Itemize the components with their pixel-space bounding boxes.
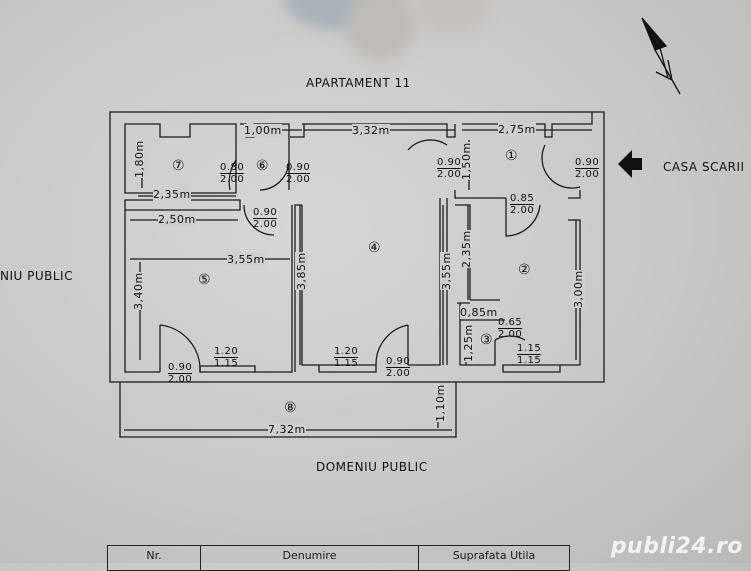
room-4-marker: ④: [368, 240, 382, 256]
dim-label: 7,32m: [268, 423, 306, 436]
col-suprafata: Suprafata Utila: [418, 545, 570, 571]
room-5-marker: ⑤: [198, 272, 212, 288]
dim-label: 2,35m: [153, 188, 191, 201]
dim-label: 0,85m: [460, 306, 498, 319]
room-2-marker: ②: [518, 262, 532, 278]
room-3-marker: ③: [480, 332, 494, 348]
dim-label: 2,50m: [158, 213, 196, 226]
dim-label: 3,00m: [572, 270, 585, 308]
dim-label: 2,35m: [460, 230, 473, 268]
room-8-marker: ⑧: [284, 400, 298, 416]
room-1-marker: ①: [505, 148, 519, 164]
dim-label: 1,10m: [434, 384, 447, 422]
dim-label: 3,32m: [352, 124, 390, 137]
dim-label: 1,25m: [462, 324, 475, 362]
dim-label: 3,55m: [227, 253, 265, 266]
watermark-logo: publi24.ro: [610, 534, 743, 559]
col-nr: Nr.: [107, 545, 201, 571]
dim-label: 3,85m: [295, 252, 308, 290]
dim-label: 1,50m: [460, 142, 473, 180]
entry-arrow-icon: [618, 150, 642, 178]
dim-label: 3,40m: [132, 272, 145, 310]
label-stairwell: CASA SCARII: [663, 160, 745, 174]
dim-label: 1,80m: [133, 140, 146, 178]
plan-title: APARTAMENT 11: [306, 76, 411, 90]
dim-label: 2,75m: [498, 123, 536, 136]
room-6-marker: ⑥: [256, 158, 270, 174]
area-table: Nr. Denumire Suprafata Utila: [107, 545, 570, 571]
col-denumire: Denumire: [200, 545, 419, 571]
label-bottom-public: DOMENIU PUBLIC: [316, 460, 428, 474]
dim-label: 3,55m: [440, 252, 453, 290]
label-left-public: NIU PUBLIC: [0, 269, 73, 283]
photo-blur-object: [345, 0, 415, 60]
dim-label: 1,00m: [244, 124, 282, 137]
north-arrow-icon: [641, 17, 681, 95]
room-7-marker: ⑦: [172, 158, 186, 174]
